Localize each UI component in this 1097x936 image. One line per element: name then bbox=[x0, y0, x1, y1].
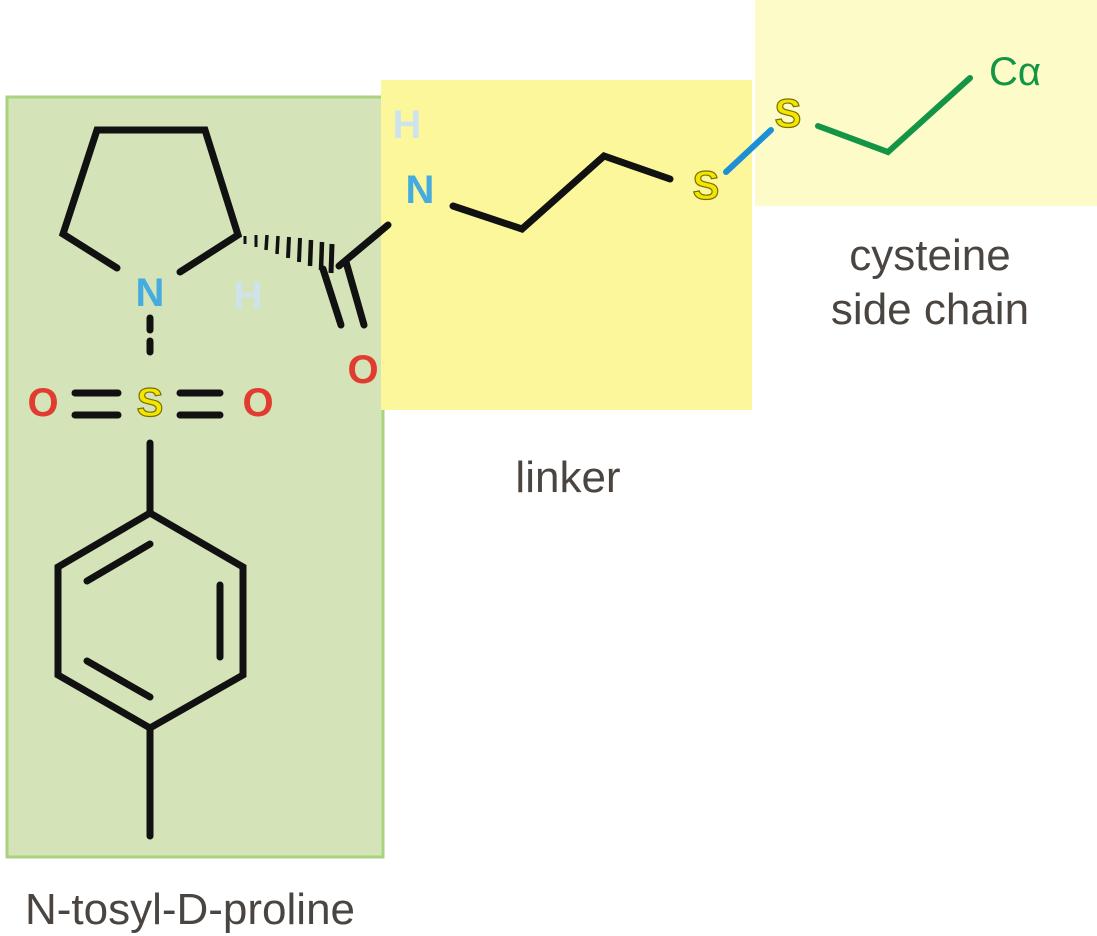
linker-chain bbox=[449, 152, 674, 233]
linker-region bbox=[381, 80, 752, 410]
hashed-wedge-bond bbox=[243, 234, 335, 274]
amide-bond bbox=[335, 221, 392, 270]
cysteine-label-line2: side chain bbox=[831, 285, 1029, 334]
carbonyl-oxygen: O bbox=[347, 348, 378, 392]
carbonyl-bond-1 bbox=[319, 265, 345, 329]
ring-nitrogen: N bbox=[136, 271, 165, 315]
carbonyl-bond-2 bbox=[342, 258, 368, 329]
alpha-hydrogen: H bbox=[234, 274, 263, 318]
amide-hydrogen: H bbox=[393, 103, 422, 147]
sulfonyl-oxygen-left: O bbox=[27, 381, 58, 425]
proline-region bbox=[5, 95, 385, 859]
benzene-inner-bond-3 bbox=[83, 657, 154, 701]
linker-sulfur: S bbox=[693, 164, 720, 208]
cysteine-label-line1: cysteine bbox=[849, 231, 1010, 280]
pyrrolidine-ring bbox=[58, 126, 243, 276]
amide-nitrogen: N bbox=[406, 168, 435, 212]
sulfonyl-sulfur: S bbox=[137, 381, 164, 425]
cysteine-sulfur: S bbox=[775, 92, 802, 136]
proline-label: N-tosyl-D-proline bbox=[25, 885, 355, 934]
disulfide-bond bbox=[723, 127, 774, 175]
c-alpha-label: Cα bbox=[989, 50, 1041, 94]
linker-label: linker bbox=[515, 453, 620, 502]
cysteine-region bbox=[755, 0, 1097, 206]
sulfonyl-oxygen-right: O bbox=[242, 381, 273, 425]
benzene-inner-bond-1 bbox=[83, 540, 154, 585]
cysteine-chain bbox=[815, 75, 973, 156]
